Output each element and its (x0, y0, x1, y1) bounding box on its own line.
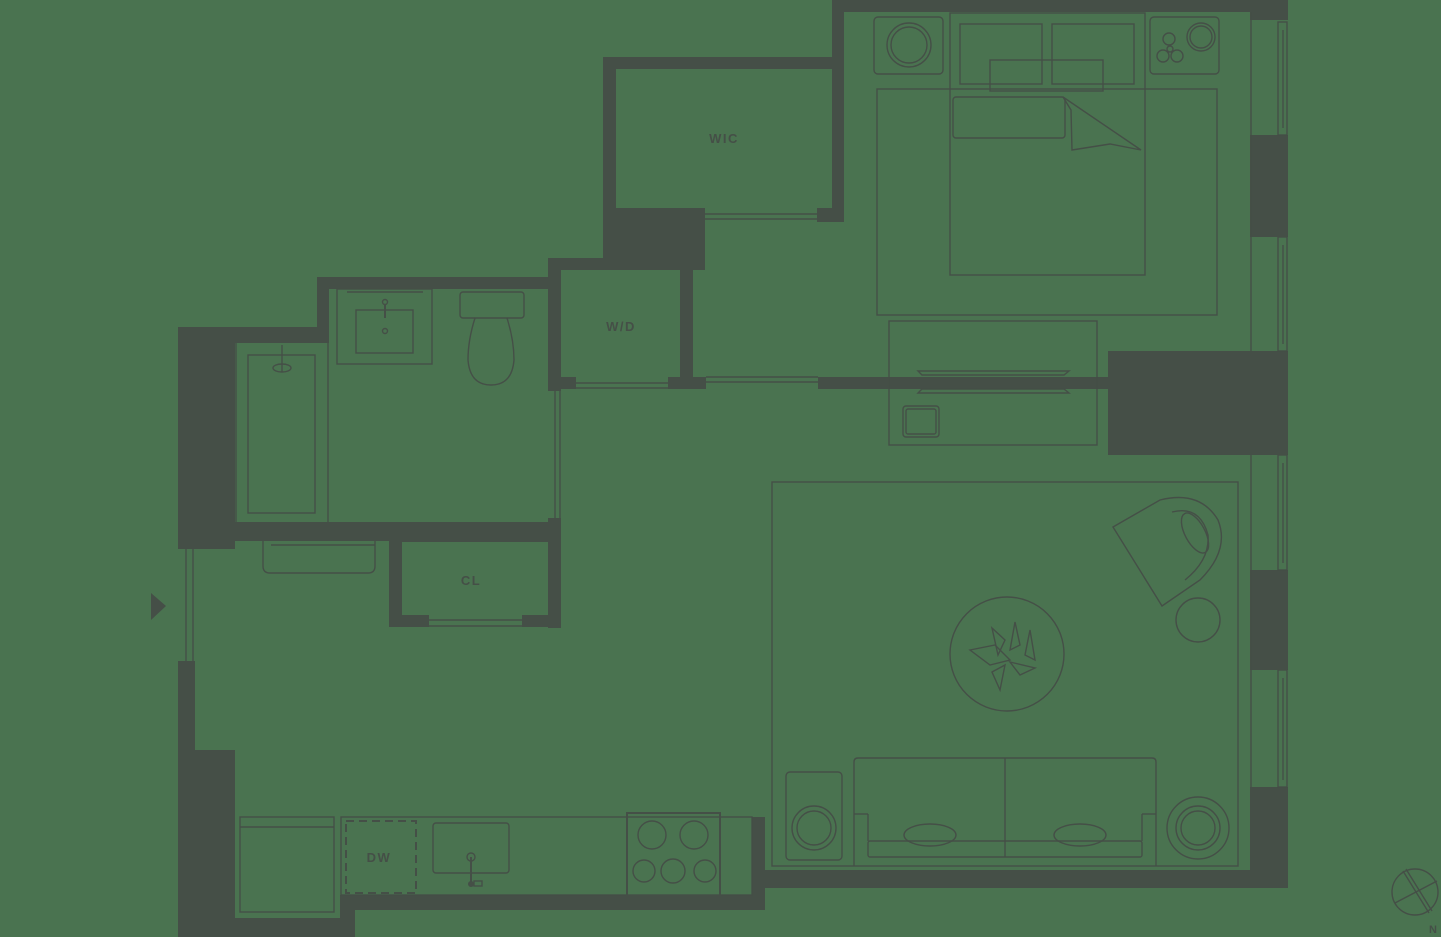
armchair (1112, 496, 1223, 607)
bathtub (235, 343, 329, 522)
bed (949, 12, 1146, 276)
living-rug (771, 481, 1239, 867)
dishwasher-label: DW (367, 850, 392, 865)
bathroom-vanity (336, 288, 433, 365)
bedroom-rug (876, 88, 1218, 316)
kitchen-sink (432, 822, 510, 887)
nightstand-left (873, 16, 944, 75)
refrigerator (239, 816, 335, 913)
entry-arrow-icon (151, 593, 166, 620)
bench (262, 541, 376, 574)
kitchen-counter (340, 816, 753, 896)
room-label-wd: W/D (606, 319, 636, 334)
doors (185, 213, 818, 661)
compass-north-label: N (1429, 924, 1437, 936)
dishwasher: DW (345, 820, 417, 894)
compass-icon: N (1391, 868, 1439, 936)
side-table (1175, 597, 1221, 643)
toilet (459, 291, 525, 386)
walls (178, 0, 1288, 937)
plant-icon (968, 621, 1038, 693)
nightstand-right (1149, 16, 1220, 75)
room-label-cl: CL (461, 573, 481, 588)
plant-icon (1156, 32, 1184, 63)
sofa (853, 757, 1157, 866)
floor-lamp (1166, 796, 1230, 860)
coffee-table (949, 596, 1065, 712)
room-label-wic: WIC (709, 131, 739, 146)
cooktop (626, 812, 721, 897)
windows (1250, 12, 1288, 788)
dresser (888, 320, 1098, 446)
end-table-left (785, 771, 843, 861)
